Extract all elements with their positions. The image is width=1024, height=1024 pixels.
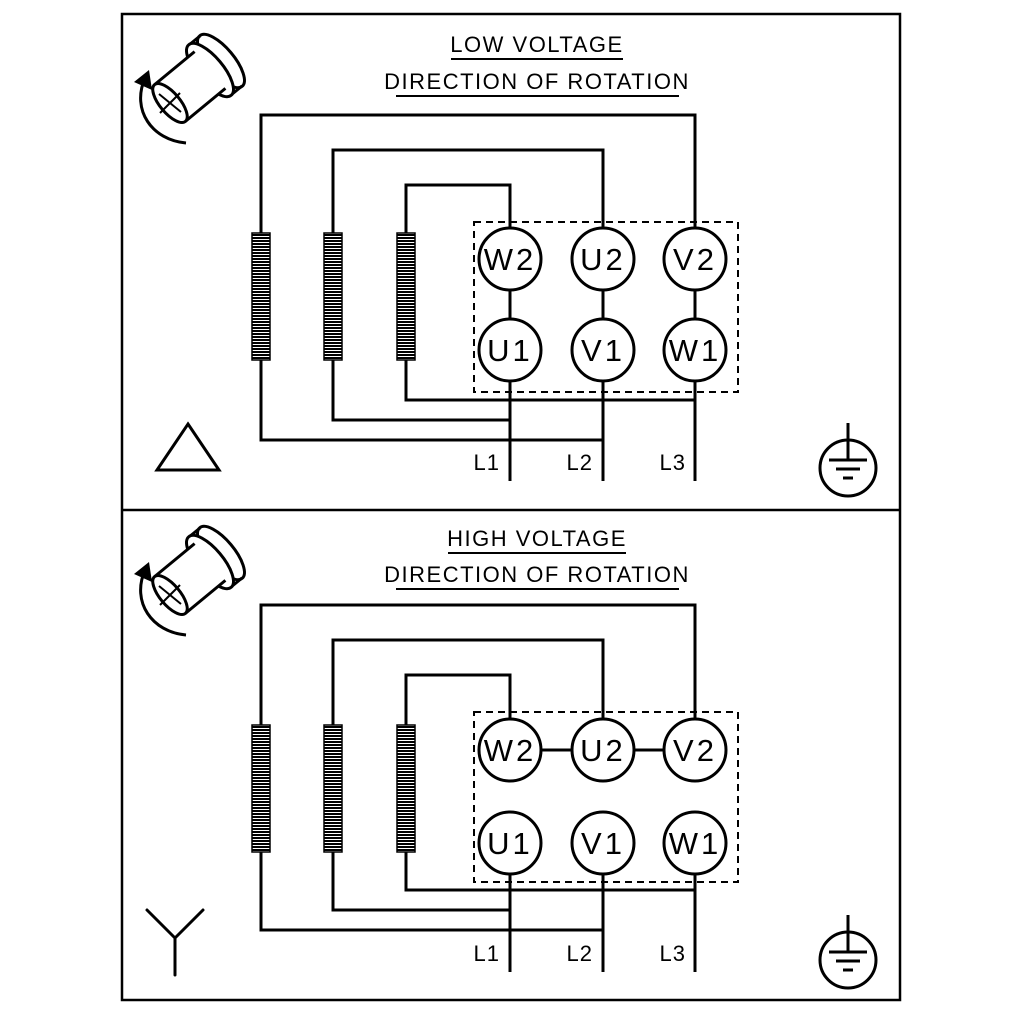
winding-v-wire-bottom (259, 852, 603, 932)
terminal-v2-circle (662, 226, 728, 292)
terminal-v1-circle (570, 317, 636, 383)
supply-lines (508, 874, 697, 972)
panel-subtitle: DIRECTION OF ROTATION (384, 562, 690, 587)
terminal-u1-circle (477, 317, 543, 383)
terminal-u1-label: U1 (487, 826, 533, 861)
terminal-u2-label: U2 (580, 242, 626, 277)
supply-label-l3: L3 (660, 941, 686, 966)
winding-wires (259, 603, 697, 932)
terminal-w1-circle (662, 317, 728, 383)
winding-v-wire-bottom (259, 360, 603, 442)
terminal-w2-label: W2 (484, 733, 537, 768)
terminal-u2-label: U2 (580, 733, 626, 768)
winding-v-wire-top (259, 603, 697, 725)
terminal-bridges-delta (508, 290, 697, 319)
star-connection-icon (145, 908, 205, 977)
terminal-block: W2 U2 V2 U1 V1 W1 (473, 711, 739, 883)
terminal-u2-circle (570, 226, 636, 292)
winding-w-wire-top (404, 183, 512, 233)
winding-w-coil (396, 724, 416, 853)
terminal-v2-label: V2 (673, 733, 717, 768)
motor-windings (251, 724, 416, 853)
winding-u-wire-top (331, 148, 605, 233)
panel-title: HIGH VOLTAGE (447, 526, 627, 551)
terminal-w1-circle (662, 810, 728, 876)
winding-wires (259, 113, 697, 442)
terminal-u1-circle (477, 810, 543, 876)
winding-u-wire-top (331, 638, 605, 725)
winding-w-coil (396, 232, 416, 361)
winding-u-coil (323, 232, 343, 361)
terminal-w1-label: W1 (669, 333, 722, 368)
terminal-w2-circle (477, 226, 543, 292)
panel-high-voltage: HIGH VOLTAGE DIRECTION OF ROTATION (132, 517, 878, 990)
supply-label-l2: L2 (567, 941, 593, 966)
supply-lines (508, 381, 697, 481)
supply-label-l2: L2 (567, 450, 593, 475)
terminal-w2-label: W2 (484, 242, 537, 277)
terminal-v1-circle (570, 810, 636, 876)
terminal-block-outline (473, 711, 739, 883)
winding-u-coil (323, 724, 343, 853)
winding-w-wire-bottom (404, 852, 695, 892)
supply-label-l1: L1 (474, 941, 500, 966)
terminal-w1-label: W1 (669, 826, 722, 861)
terminal-v1-label: V1 (581, 333, 625, 368)
panel-low-voltage: LOW VOLTAGE DIRECTION OF ROTATION (132, 25, 878, 498)
winding-w-wire-top (404, 673, 512, 725)
terminal-block-outline (473, 221, 739, 393)
winding-v-coil (251, 724, 271, 853)
winding-u-wire-bottom (331, 360, 510, 422)
terminal-v1-label: V1 (581, 826, 625, 861)
terminal-u1-label: U1 (487, 333, 533, 368)
supply-label-l1: L1 (474, 450, 500, 475)
terminal-block: W2 U2 V2 U1 V1 W1 (473, 221, 739, 393)
supply-label-l3: L3 (660, 450, 686, 475)
panel-subtitle: DIRECTION OF ROTATION (384, 69, 690, 94)
terminal-v2-label: V2 (673, 242, 717, 277)
winding-v-wire-top (259, 113, 697, 233)
winding-w-wire-bottom (404, 360, 695, 402)
winding-v-coil (251, 232, 271, 361)
terminal-u2-circle (570, 717, 636, 783)
panel-title: LOW VOLTAGE (450, 32, 623, 57)
winding-u-wire-bottom (331, 852, 510, 912)
terminal-w2-circle (477, 717, 543, 783)
delta-connection-icon (154, 421, 222, 472)
terminal-v2-circle (662, 717, 728, 783)
